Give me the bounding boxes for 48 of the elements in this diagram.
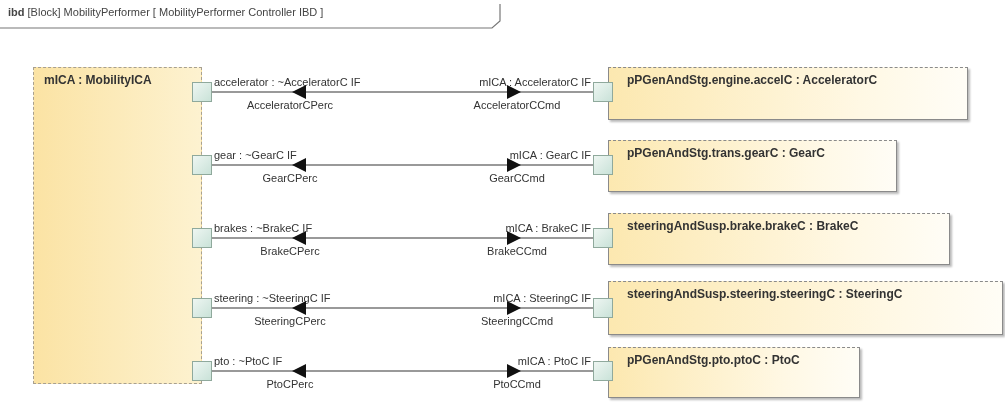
port-label: accelerator : ~AcceleratorC IF: [214, 76, 361, 88]
connector-arrow: [211, 85, 594, 99]
flow-item-label: AcceleratorCPerc: [246, 99, 334, 111]
port-square: [192, 361, 212, 381]
block-name: pPGenAndStg.engine.accelC : AcceleratorC: [627, 73, 878, 87]
port-label: mICA : SteeringC IF: [493, 292, 591, 304]
flow-item-label: PtoCPerc: [266, 378, 314, 390]
part-block: [608, 140, 897, 192]
connector-arrow: [211, 301, 594, 315]
flow-item-label: BrakeCCmd: [487, 245, 547, 257]
part-block: [608, 281, 1003, 335]
flow-item-label: GearCCmd: [489, 172, 545, 184]
flow-item-label: PtoCCmd: [493, 378, 541, 390]
port-square: [192, 228, 212, 248]
port-square: [192, 155, 212, 175]
block-name: pPGenAndStg.pto.ptoC : PtoC: [627, 353, 800, 367]
flow-item-label: AcceleratorCCmd: [473, 99, 561, 111]
block-name: mICA : MobilityICA: [44, 73, 152, 87]
part-block: [33, 67, 202, 384]
port-square: [192, 82, 212, 102]
flow-item-label: BrakeCPerc: [260, 245, 320, 257]
connector-arrow: [211, 158, 594, 172]
port-square: [593, 298, 613, 318]
port-label: mICA : BrakeC IF: [505, 222, 591, 234]
flow-item-label: GearCPerc: [262, 172, 318, 184]
block-name: steeringAndSusp.steering.steeringC : SteeringC: [627, 287, 903, 301]
port-label: brakes : ~BrakeC IF: [214, 222, 313, 234]
port-square: [593, 82, 613, 102]
port-label: gear : ~GearC IF: [214, 149, 297, 161]
flow-item-label: SteeringCPerc: [254, 315, 326, 327]
part-block: [608, 213, 950, 265]
port-label: mICA : GearC IF: [509, 149, 591, 161]
port-label: mICA : AcceleratorC IF: [479, 76, 591, 88]
part-block: [608, 67, 968, 120]
port-label: mICA : PtoC IF: [517, 355, 591, 367]
block-name: pPGenAndStg.trans.gearC : GearC: [627, 146, 826, 160]
port-square: [593, 361, 613, 381]
flow-item-label: SteeringCCmd: [480, 315, 554, 327]
port-square: [192, 298, 212, 318]
connector-arrow: [211, 231, 594, 245]
port-label: steering : ~SteeringC IF: [214, 292, 331, 304]
port-square: [593, 228, 613, 248]
diagram-frame-heading: ibd [Block] MobilityPerformer [ MobilityPerformer Controller IBD ]: [8, 6, 324, 18]
port-label: pto : ~PtoC IF: [214, 355, 283, 367]
part-block: [608, 347, 860, 398]
port-square: [593, 155, 613, 175]
block-name: steeringAndSusp.brake.brakeC : BrakeC: [627, 219, 859, 233]
connector-arrow: [211, 364, 594, 378]
